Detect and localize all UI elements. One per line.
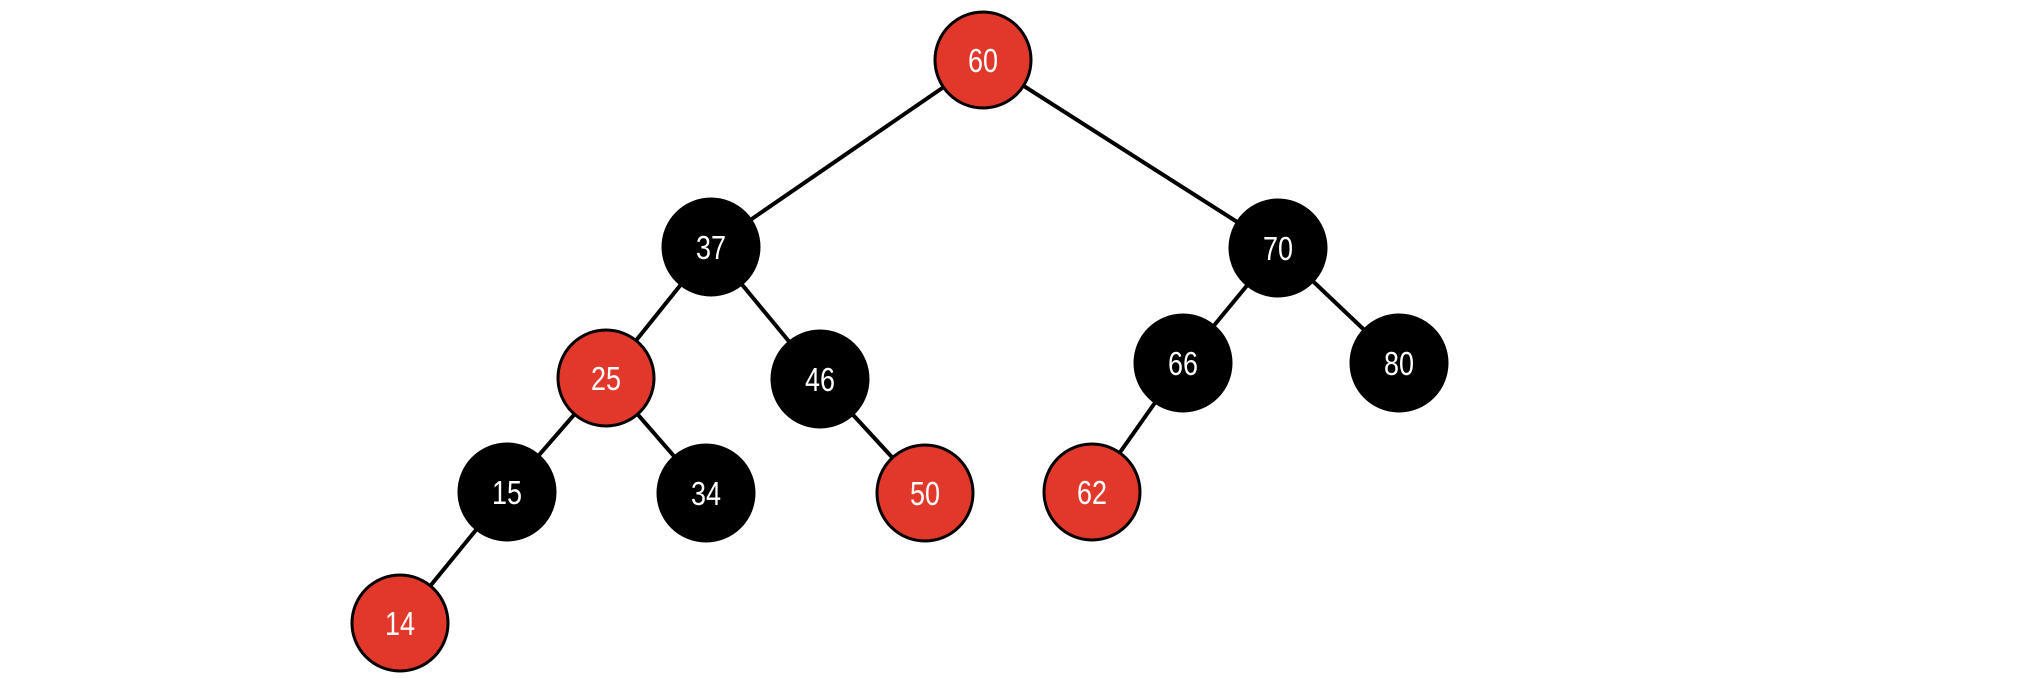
- tree-node-label: 14: [385, 605, 415, 642]
- tree-node-label: 34: [691, 475, 721, 512]
- tree-edge-60-70: [981, 58, 1280, 250]
- tree-node-label: 50: [910, 475, 940, 512]
- tree-node-80: 80: [1349, 313, 1449, 413]
- tree-node-46: 46: [770, 329, 870, 429]
- tree-node-circle: [661, 197, 761, 297]
- tree-node-label: 66: [1168, 345, 1198, 382]
- tree-node-circle: [350, 573, 450, 673]
- tree-node-label: 70: [1263, 230, 1293, 267]
- tree-node-label: 62: [1077, 474, 1107, 511]
- tree-node-37: 37: [661, 197, 761, 297]
- tree-node-label: 80: [1384, 345, 1414, 382]
- tree-node-circle: [933, 10, 1033, 110]
- tree-node-34: 34: [656, 443, 756, 543]
- tree-node-14: 14: [350, 573, 450, 673]
- tree-node-circle: [656, 443, 756, 543]
- tree-edge-60-37: [709, 58, 985, 249]
- tree-node-label: 25: [591, 360, 621, 397]
- tree-node-circle: [1228, 198, 1328, 298]
- tree-node-60: 60: [933, 10, 1033, 110]
- tree-node-circle: [1133, 313, 1233, 413]
- tree-node-50: 50: [875, 443, 975, 543]
- tree-node-circle: [770, 329, 870, 429]
- tree-node-15: 15: [457, 442, 557, 542]
- tree-node-circle: [1349, 313, 1449, 413]
- tree-node-label: 60: [968, 42, 998, 79]
- tree-node-25: 25: [556, 328, 656, 428]
- tree-node-label: 46: [805, 361, 835, 398]
- tree-node-62: 62: [1042, 442, 1142, 542]
- tree-node-circle: [1042, 442, 1142, 542]
- tree-node-circle: [556, 328, 656, 428]
- tree-node-66: 66: [1133, 313, 1233, 413]
- tree-node-circle: [457, 442, 557, 542]
- tree-node-70: 70: [1228, 198, 1328, 298]
- tree-node-label: 37: [696, 229, 726, 266]
- tree-node-label: 15: [492, 474, 522, 511]
- tree-node-circle: [875, 443, 975, 543]
